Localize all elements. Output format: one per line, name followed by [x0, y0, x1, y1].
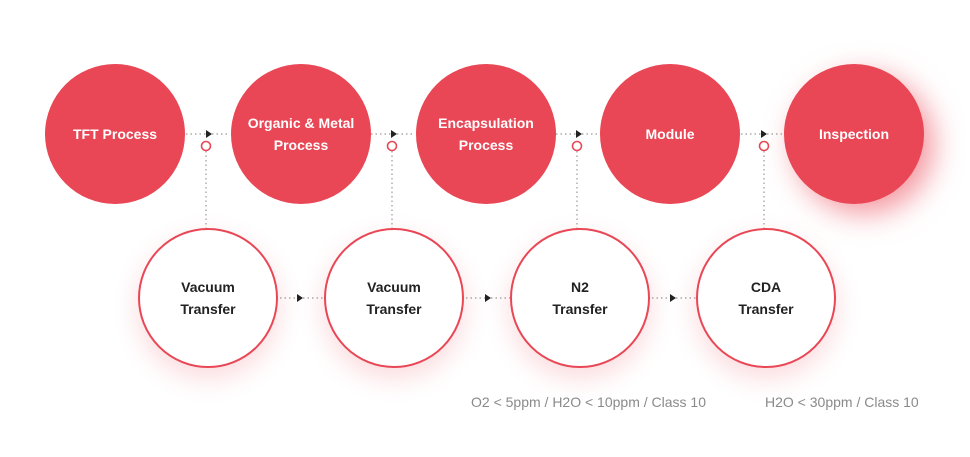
- process-step-encapsulation: Encapsulation Process: [416, 64, 556, 204]
- transfer-step-vacuum-1: Vacuum Transfer: [138, 228, 278, 368]
- process-step-label: Organic & Metal Process: [247, 115, 355, 153]
- process-step-tft: TFT Process: [45, 64, 185, 204]
- transfer-step-vacuum-2: Vacuum Transfer: [324, 228, 464, 368]
- transfer-step-n2: N2 Transfer: [510, 228, 650, 368]
- n2-spec-note: O2 < 5ppm / H2O < 10ppm / Class 10: [471, 394, 707, 410]
- bottom-connector-3: [652, 294, 696, 302]
- transfer-step-label: N2 Transfer: [552, 279, 608, 317]
- process-step-organic-metal: Organic & Metal Process: [231, 64, 371, 204]
- transfer-step-label: CDA Transfer: [738, 279, 794, 317]
- process-step-label: Inspection: [818, 126, 889, 142]
- bottom-connector-2: [466, 294, 510, 302]
- process-step-inspection: Inspection: [784, 64, 924, 204]
- vertical-drop-1: [200, 140, 212, 232]
- bottom-connector-1: [280, 294, 324, 302]
- cda-spec-note: H2O < 30ppm / Class 10: [765, 394, 919, 410]
- top-connector-1: [186, 130, 230, 138]
- transfer-step-label: Vacuum Transfer: [180, 279, 236, 317]
- transfer-step-cda: CDA Transfer: [696, 228, 836, 368]
- vertical-drop-3: [571, 140, 583, 232]
- transfer-step-label: Vacuum Transfer: [366, 279, 422, 317]
- process-step-label: Module: [645, 126, 695, 142]
- process-step-module: Module: [600, 64, 740, 204]
- top-connector-3: [556, 130, 600, 138]
- top-connector-2: [371, 130, 415, 138]
- process-step-label: TFT Process: [72, 126, 158, 142]
- process-step-label: Encapsulation Process: [438, 115, 534, 153]
- vertical-drop-2: [386, 140, 398, 232]
- top-connector-4: [741, 130, 785, 138]
- vertical-drop-4: [758, 140, 770, 232]
